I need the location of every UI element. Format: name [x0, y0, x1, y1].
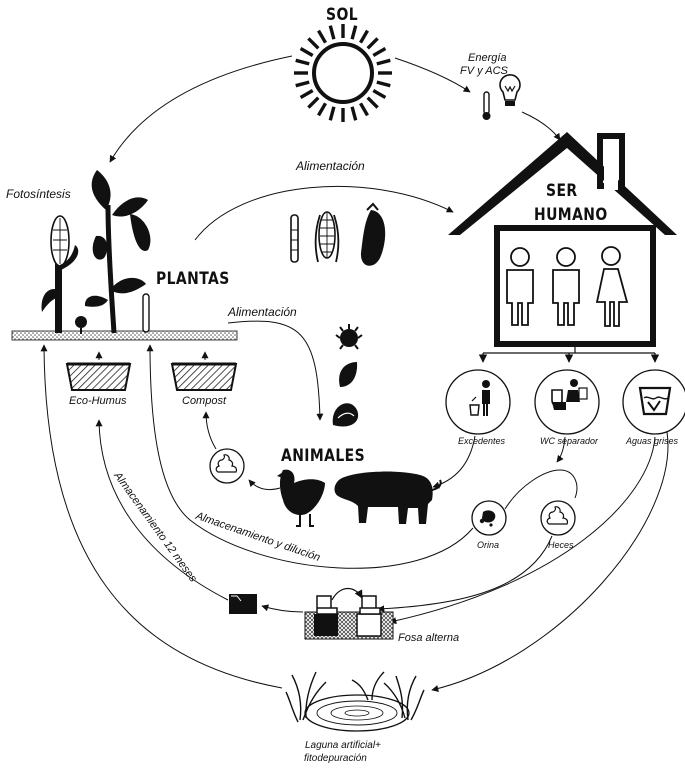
- woman-figure-icon: [595, 246, 629, 327]
- lagoon-label-line1: Laguna artificial+: [305, 740, 381, 751]
- plants-ground-strip: [11, 330, 238, 341]
- sun-ray: [350, 106, 358, 121]
- pit-to-storage-arrow: [261, 604, 304, 613]
- sun-ray: [376, 80, 391, 88]
- wc-split-curve: [504, 469, 578, 510]
- energy-to-house-arrow: [521, 111, 561, 141]
- lightbulb-icon: [499, 74, 521, 106]
- surplus-to-animals-arrow: [432, 435, 476, 489]
- sun-ray: [317, 29, 327, 44]
- sun-ray: [299, 47, 314, 57]
- corn-icon: [314, 211, 340, 263]
- eco-humus-bin-icon: [65, 362, 132, 391]
- sun-ray: [317, 102, 327, 117]
- plants-to-animals-food-arrow: [227, 320, 324, 421]
- sun-ray: [350, 25, 358, 40]
- storage-to-ecohumus-arrow: [95, 419, 229, 601]
- wc-to-separation-arrow: [556, 436, 566, 463]
- surplus-label: Excedentes: [458, 436, 506, 446]
- sun-label: SOL: [326, 5, 359, 25]
- person-trash-icon: [469, 380, 490, 416]
- sun-ray: [376, 58, 391, 66]
- feces-label: Heces: [548, 540, 574, 550]
- surplus-circle: [445, 369, 511, 435]
- sun-ray: [372, 47, 387, 57]
- cabbage-icon: [332, 403, 359, 427]
- plants-label: PLANTAS: [156, 269, 230, 289]
- pig-icon: [334, 471, 442, 524]
- thistle-icon: [75, 316, 87, 334]
- lagoon-icon: [304, 694, 410, 732]
- washing-icon: [638, 386, 672, 416]
- stored-humus-block-icon: [229, 594, 257, 614]
- urine-label: Orina: [477, 540, 500, 550]
- sun-ray: [366, 37, 379, 50]
- eggplant-icon: [360, 202, 386, 266]
- greywater-to-pit-arrow: [389, 436, 656, 625]
- compost-label: Compost: [182, 395, 227, 407]
- food-label-mid: Alimentación: [228, 305, 297, 319]
- compost-bin-icon: [170, 362, 238, 391]
- leaf-icon: [339, 362, 358, 387]
- sun-ray: [359, 102, 369, 117]
- thermometer-icon: [482, 91, 491, 120]
- reeds-icon: [285, 671, 425, 723]
- pit-label: Fosa alterna: [398, 632, 460, 644]
- sun-icon: [294, 24, 392, 122]
- urine-storage-to-plants-arrow: [146, 344, 474, 569]
- sun-to-plants-arrow: [109, 55, 293, 163]
- house-icon: [448, 132, 677, 347]
- sun-ray: [307, 37, 320, 50]
- block-highlight: [231, 595, 242, 602]
- sun-ray: [372, 89, 387, 99]
- asparagus-icon: [290, 214, 299, 263]
- sun-ray: [328, 25, 336, 40]
- sun-ray: [299, 89, 314, 99]
- sun-ray: [295, 58, 310, 66]
- asparagus-sprout-icon: [142, 293, 150, 333]
- poop-icon: [546, 506, 569, 525]
- sun-ray: [295, 80, 310, 88]
- lagoon-to-plants-arrow: [40, 344, 283, 689]
- sun-ray: [366, 96, 379, 109]
- house-output-branches: [478, 347, 660, 363]
- plants-to-human-food-arrow: [194, 185, 454, 241]
- sun-ray: [359, 29, 369, 44]
- greywater-label: Aguas grises: [626, 436, 679, 446]
- manure-to-compost-arrow: [202, 411, 217, 450]
- sun-to-energy-arrow: [394, 57, 471, 93]
- animals-label: ANIMALES: [281, 446, 366, 466]
- wc-label: WC separador: [540, 436, 599, 446]
- animals-to-manure-arrow: [248, 479, 281, 491]
- energy-label-line1: Energía: [468, 52, 507, 64]
- food-label-top: Alimentación: [296, 159, 365, 173]
- human-label-line2: HUMANO: [534, 205, 608, 225]
- poop-icon: [215, 454, 238, 473]
- urine-puddle-icon: [479, 510, 496, 527]
- photosynthesis-label: Fotosíntesis: [6, 187, 71, 201]
- man-figure-icon: [552, 247, 580, 326]
- feces-to-pit-arrow: [377, 535, 553, 613]
- thistle-icon: [335, 324, 363, 350]
- toilet-reading-icon: [551, 379, 588, 410]
- chicken-icon: [277, 469, 325, 527]
- energy-label-line2: FV y ACS: [460, 65, 508, 77]
- man-figure-icon: [506, 247, 534, 326]
- alternating-pit-icon: [304, 587, 394, 640]
- eggplant-plant-icon: [84, 170, 151, 334]
- human-label-line1: SER: [546, 181, 578, 201]
- sun-ray: [307, 96, 320, 109]
- sun-ray: [328, 106, 336, 121]
- lagoon-label-line2: fitodepuración: [304, 753, 367, 764]
- corn-plant-icon: [41, 215, 79, 333]
- eco-humus-label: Eco-Humus: [69, 395, 127, 407]
- greywater-to-lagoon-arrow: [431, 431, 669, 692]
